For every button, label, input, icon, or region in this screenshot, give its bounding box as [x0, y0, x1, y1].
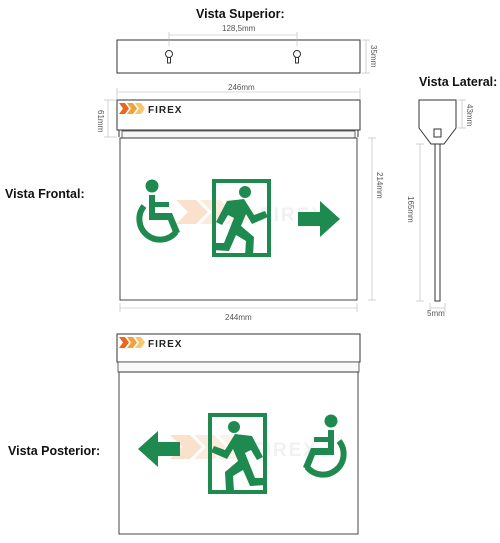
- front-view: 246mm FIREX 61mm FIREX: [96, 83, 384, 322]
- side-top-label: 43mm: [465, 104, 474, 127]
- rear-diffuser-strip: [117, 361, 360, 373]
- wheelchair-icon: [139, 180, 180, 240]
- keyhole-icon: [293, 50, 301, 64]
- front-housing: [116, 99, 361, 131]
- top-view: 128,5mm 35mm: [116, 24, 378, 74]
- rear-view-title: Vista Posterior:: [8, 444, 100, 458]
- keyhole-icon: [165, 50, 173, 64]
- top-view-housing: [116, 39, 361, 74]
- side-thickness-label: 5mm: [427, 309, 445, 318]
- front-housing-width-label: 246mm: [228, 83, 255, 92]
- front-panel-height-label: 214mm: [375, 172, 384, 199]
- rear-housing: [116, 333, 361, 363]
- front-view-title: Vista Frontal:: [5, 187, 85, 201]
- side-view: 43mm 165mm 5mm: [406, 99, 474, 318]
- side-view-panel: [434, 143, 441, 302]
- front-diffuser-strip: [121, 130, 356, 139]
- hole-spacing-label: 128,5mm: [222, 24, 256, 33]
- watermark-text: FIREX: [252, 440, 318, 461]
- rear-view: FIREX FIREX: [116, 333, 361, 535]
- side-view-housing: [418, 99, 457, 145]
- rear-acrylic-panel: [118, 371, 359, 535]
- exit-door-frame: [208, 413, 267, 494]
- top-view-title: Vista Superior:: [196, 7, 285, 21]
- front-panel-width-label: 244mm: [225, 313, 252, 322]
- front-acrylic-panel: [119, 137, 358, 301]
- side-height-label: 165mm: [406, 196, 415, 223]
- firex-logo: FIREX: [119, 103, 182, 116]
- running-man-exit-icon: [211, 421, 267, 491]
- logo-text: FIREX: [148, 105, 182, 116]
- front-housing-height-label: 61mm: [96, 110, 105, 133]
- exit-door-frame: [212, 179, 271, 257]
- side-view-title: Vista Lateral:: [419, 75, 497, 89]
- logo-text: FIREX: [148, 339, 182, 350]
- top-depth-label: 35mm: [369, 45, 378, 68]
- firex-logo: FIREX: [119, 337, 182, 350]
